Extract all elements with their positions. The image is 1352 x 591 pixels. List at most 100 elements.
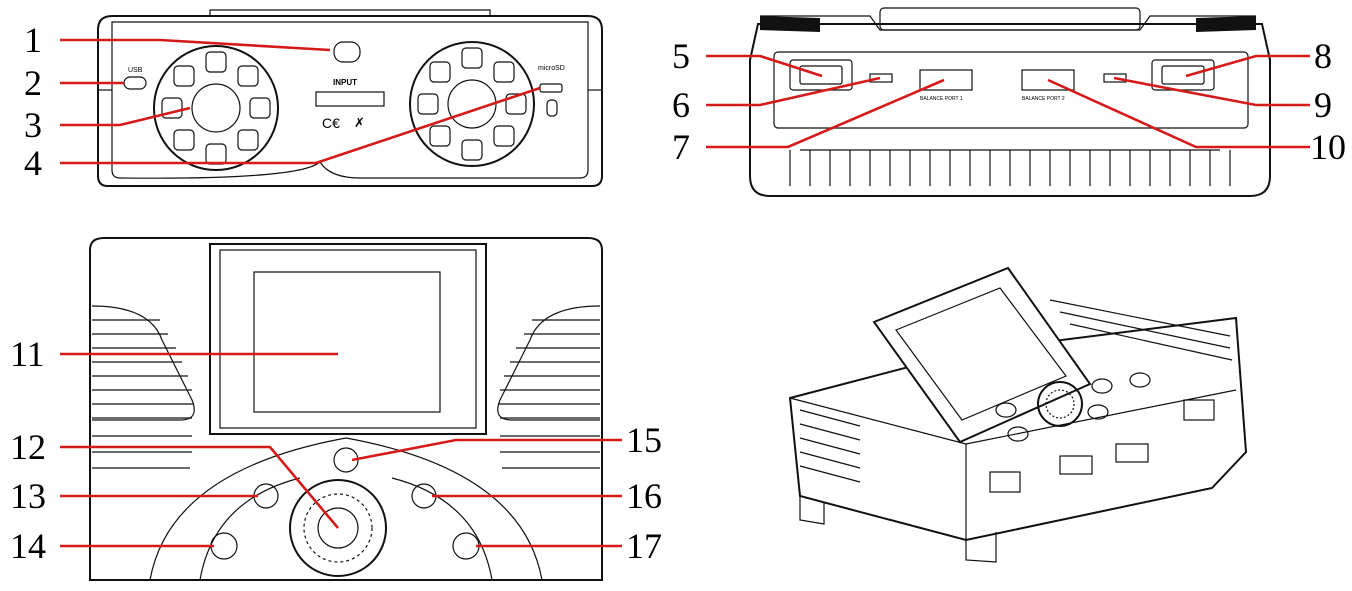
iso-button <box>995 402 1017 418</box>
iso-foot <box>965 532 997 563</box>
rear-view-outline <box>749 23 1271 197</box>
callout-number-4: 4 <box>24 143 42 183</box>
callout-number-16: 16 <box>626 476 662 516</box>
callout-number-14: 14 <box>10 526 46 566</box>
side-view-outline <box>97 15 603 187</box>
fan-left-ring <box>153 45 279 171</box>
balance-port-2 <box>1021 69 1075 91</box>
iso-side-vents <box>799 409 861 483</box>
output-port-2-socket <box>1161 65 1205 85</box>
balance-port-1 <box>919 69 973 91</box>
callout-number-2: 2 <box>24 63 42 103</box>
microsd-slot <box>539 83 563 93</box>
callout-line-6 <box>706 76 881 107</box>
iso-balance-port <box>1115 443 1149 463</box>
temp-port-2 <box>1103 73 1127 83</box>
iso-button <box>1007 426 1029 442</box>
fan-left <box>153 45 279 171</box>
output-port-2 <box>1151 59 1215 91</box>
callout-line-4 <box>60 86 541 165</box>
callout-number-3: 3 <box>24 105 42 145</box>
callout-lines <box>60 38 1310 548</box>
rear-vent-slots <box>789 149 1231 186</box>
rear-view-top-left-shade <box>760 16 820 32</box>
front-view-outline <box>89 237 603 581</box>
side-view-inner-frame <box>111 21 589 179</box>
right-lower-button <box>452 532 480 560</box>
iso-tilted-screen <box>872 266 1092 444</box>
screen-bezel <box>219 249 477 429</box>
scroll-wheel-center <box>317 507 359 549</box>
callout-number-8: 8 <box>1314 36 1332 76</box>
callout-number-9: 9 <box>1314 85 1332 125</box>
callout-number-10: 10 <box>1310 127 1346 167</box>
microsd-label: microSD <box>538 65 565 72</box>
iso-button <box>1091 378 1113 394</box>
callout-line-12 <box>60 445 339 529</box>
iso-top-edge <box>965 389 1237 445</box>
balance-port-2-label: BALANCE PORT 2 <box>1022 96 1065 102</box>
front-right-vent-slots <box>497 305 601 469</box>
callout-numbers: 1 2 3 4 5 6 7 8 9 10 11 12 13 14 15 16 1… <box>10 20 1346 566</box>
fan-right-blades <box>417 47 527 161</box>
screen-housing <box>209 243 487 435</box>
callout-line-10 <box>1047 78 1310 149</box>
callout-number-17: 17 <box>626 526 662 566</box>
callout-number-15: 15 <box>626 420 662 460</box>
callout-line-8 <box>1185 54 1310 78</box>
input-label: INPUT <box>333 78 357 87</box>
rear-view-top-right-shade <box>1196 16 1256 32</box>
callout-number-13: 13 <box>10 476 46 516</box>
scroll-wheel <box>289 479 387 577</box>
iso-rear-vents <box>1049 299 1233 361</box>
iso-foot <box>799 496 825 525</box>
balance-port-1-label: BALANCE PORT 1 <box>920 96 963 102</box>
rear-view-screen-hinge <box>879 7 1141 31</box>
isometric-view-panel <box>788 266 1248 563</box>
left-lower-button <box>210 532 238 560</box>
fan-left-hub <box>191 83 241 133</box>
rear-view-panel: BALANCE PORT 1 BALANCE PORT 2 <box>749 7 1271 197</box>
callout-line-5 <box>706 54 823 78</box>
output-port-1-socket <box>799 65 843 85</box>
callout-line-1 <box>60 38 331 52</box>
input-label-plate <box>315 91 385 107</box>
callout-number-5: 5 <box>672 36 690 76</box>
iso-scroll-wheel-knurl <box>1045 389 1075 419</box>
control-panel-arc <box>149 437 543 581</box>
iso-screen-display <box>895 287 1067 421</box>
iso-output-port <box>1183 399 1215 421</box>
display-screen <box>253 271 441 413</box>
iso-button <box>1129 372 1151 388</box>
callout-number-12: 12 <box>10 427 46 467</box>
iso-scroll-wheel <box>1037 381 1083 427</box>
scroll-wheel-outer <box>289 479 387 577</box>
side-view-panel: USB INPUT C€ ✗ microSD <box>97 9 603 187</box>
side-view-top-lip <box>209 9 491 16</box>
fan-left-blades <box>161 51 271 165</box>
callout-number-11: 11 <box>10 334 45 374</box>
iso-button <box>1087 404 1109 420</box>
usb-port <box>123 76 147 90</box>
rear-port-strip <box>773 51 1249 129</box>
iso-balance-port <box>1059 455 1093 475</box>
control-panel-arc-inner-left <box>199 477 301 581</box>
callout-number-7: 7 <box>672 127 690 167</box>
usb-label: USB <box>128 67 143 74</box>
callout-line-9 <box>1113 76 1310 107</box>
input-power-port <box>333 41 361 63</box>
microsd-indicator <box>546 99 558 117</box>
iso-output-port <box>989 471 1021 493</box>
fan-right <box>409 41 535 167</box>
front-left-vent-slots <box>91 305 195 469</box>
callout-line-3 <box>60 106 191 127</box>
scroll-wheel-knurl <box>303 493 373 563</box>
temp-port-1 <box>869 73 893 83</box>
ce-mark: C€ <box>322 115 340 131</box>
callout-line-7 <box>706 78 945 149</box>
iso-front-edge <box>789 397 967 540</box>
callout-number-6: 6 <box>672 85 690 125</box>
fan-right-ring <box>409 41 535 167</box>
